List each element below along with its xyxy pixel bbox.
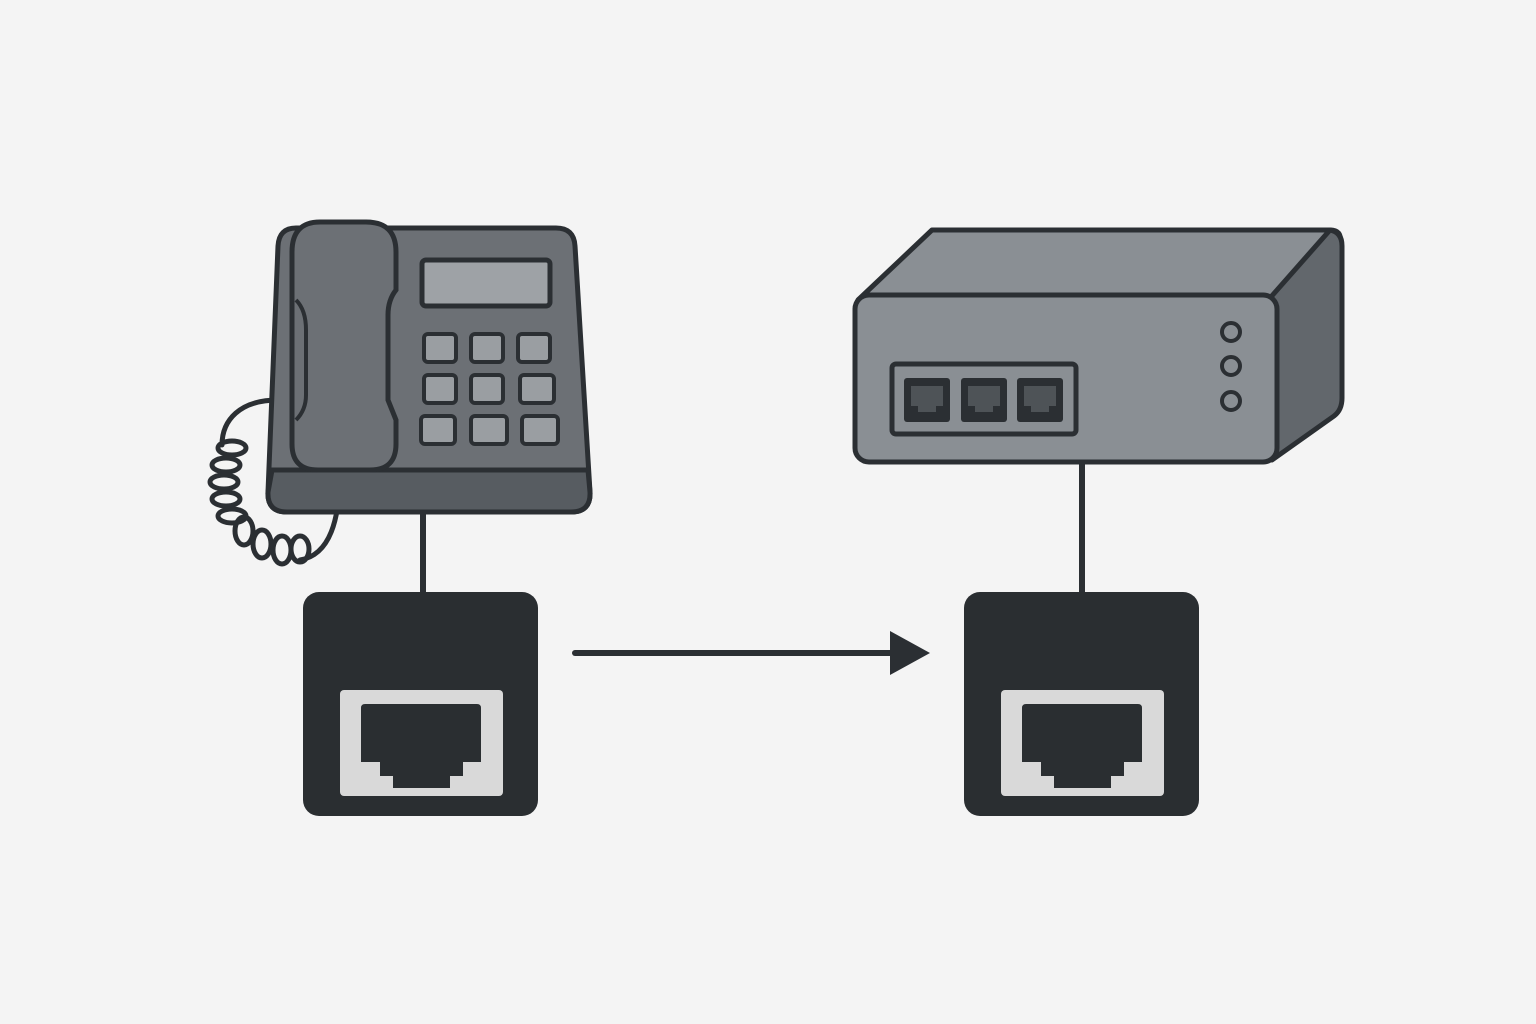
keypad-key xyxy=(469,414,509,446)
keypad-key xyxy=(422,332,458,364)
keypad-key xyxy=(469,332,505,364)
keypad-key xyxy=(518,373,556,405)
switch-side-face xyxy=(1267,227,1345,463)
indicator-light xyxy=(1220,355,1242,377)
switch-port xyxy=(961,378,1007,422)
indicator-light xyxy=(1220,321,1242,343)
switch-top-face xyxy=(855,227,1343,303)
keypad-key xyxy=(422,373,458,405)
keypad-key xyxy=(419,414,457,446)
telephone-handset xyxy=(289,219,399,473)
switch-ports xyxy=(904,378,1063,422)
switch-indicator-lights xyxy=(1220,321,1242,412)
switch-port xyxy=(1017,378,1063,422)
connection-arrow xyxy=(572,631,930,675)
switch-port xyxy=(904,378,950,422)
desk-telephone-icon xyxy=(207,219,593,567)
telephone-display xyxy=(419,257,553,309)
network-switch-icon xyxy=(852,227,1345,465)
keypad-key xyxy=(520,414,560,446)
indicator-light xyxy=(1220,390,1242,412)
ethernet-wall-jack-left xyxy=(303,592,538,816)
keypad-key xyxy=(516,332,552,364)
keypad-key xyxy=(469,373,505,405)
telephone-keypad xyxy=(419,332,560,446)
ethernet-wall-jack-right xyxy=(964,592,1199,816)
